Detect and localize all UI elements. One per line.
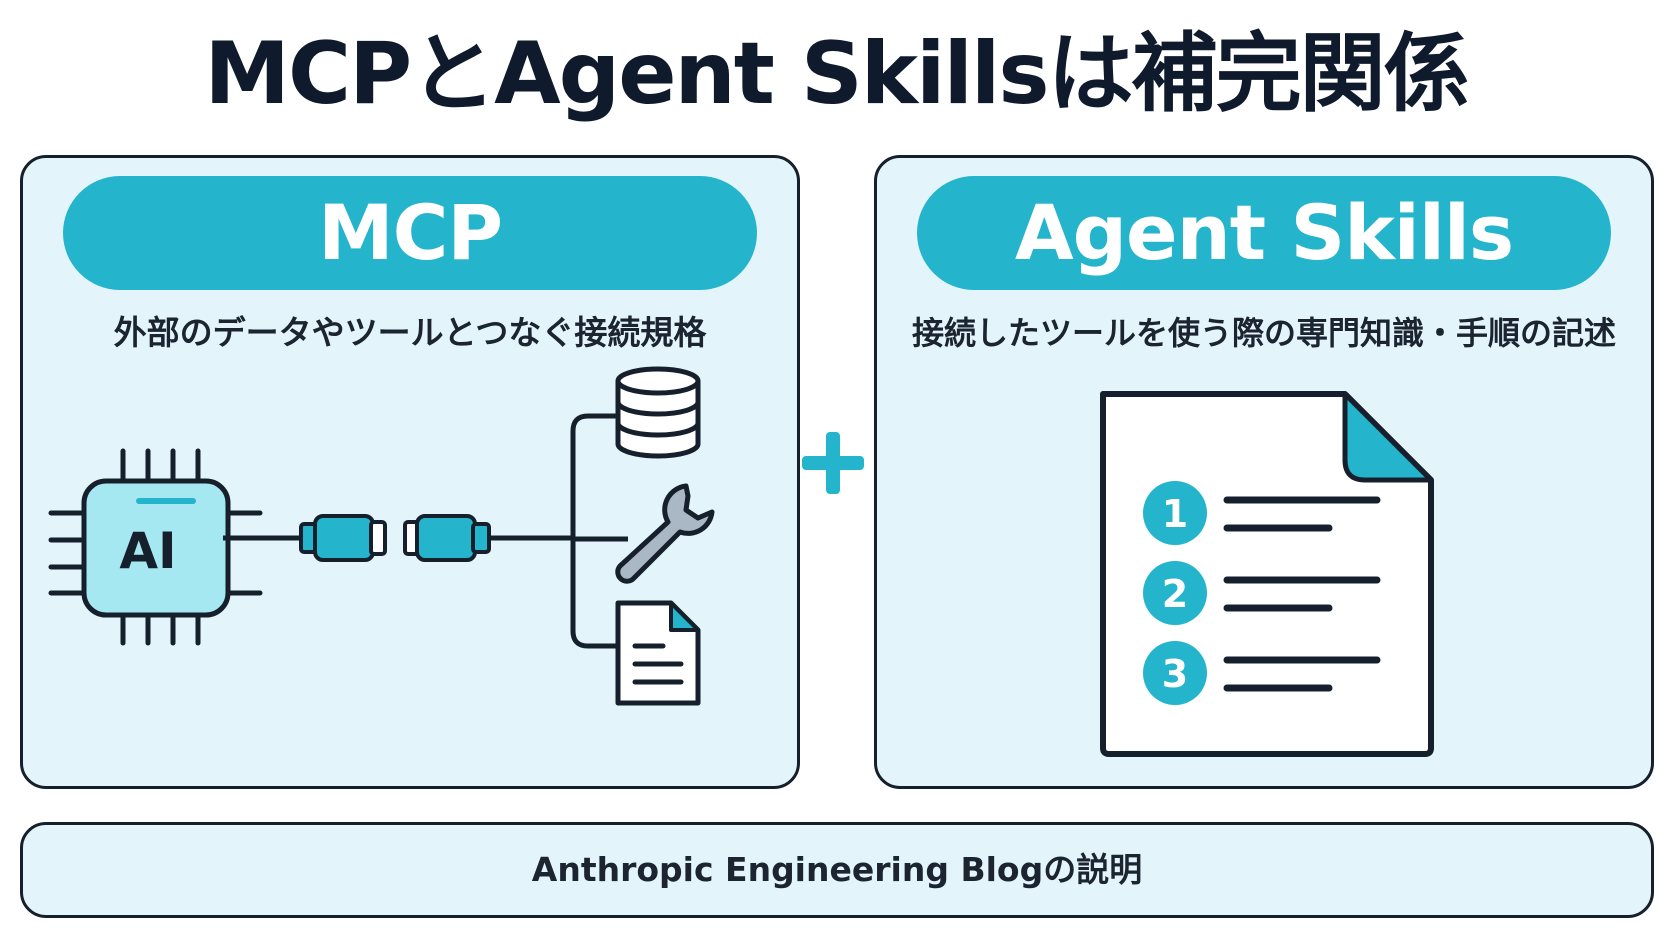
plus-icon bbox=[802, 432, 864, 494]
step-2: 2 bbox=[1143, 561, 1381, 625]
agent-skills-panel: Agent Skills 接続したツールを使う際の専門知識・手順の記述 1 2 … bbox=[874, 155, 1654, 789]
document-checklist-icon: 1 2 3 bbox=[1100, 391, 1434, 757]
document-icon bbox=[615, 600, 701, 706]
step-3: 3 bbox=[1143, 641, 1381, 705]
mcp-description: 外部のデータやツールとつなぐ接続規格 bbox=[113, 313, 707, 352]
source-footer: Anthropic Engineering Blogの説明 bbox=[20, 822, 1654, 918]
agent-skills-heading: Agent Skills bbox=[917, 176, 1611, 290]
branch-lines bbox=[570, 413, 628, 649]
step-number: 1 bbox=[1162, 492, 1188, 536]
database-icon bbox=[615, 366, 701, 459]
page-title: MCPとAgent Skillsは補完関係 bbox=[204, 24, 1469, 124]
mcp-heading: MCP bbox=[63, 176, 757, 290]
agent-skills-description: 接続したツールを使う際の専門知識・手順の記述 bbox=[911, 314, 1616, 352]
ai-chip-icon: AI bbox=[48, 448, 263, 646]
step-1: 1 bbox=[1143, 481, 1381, 545]
step-number: 3 bbox=[1162, 652, 1188, 696]
mcp-panel: MCP 外部のデータやツールとつなぐ接続規格 AI bbox=[20, 155, 800, 789]
ai-chip-label: AI bbox=[119, 522, 176, 580]
wrench-icon bbox=[615, 483, 715, 584]
connector-plug-icon bbox=[223, 514, 573, 562]
step-number: 2 bbox=[1162, 572, 1188, 616]
